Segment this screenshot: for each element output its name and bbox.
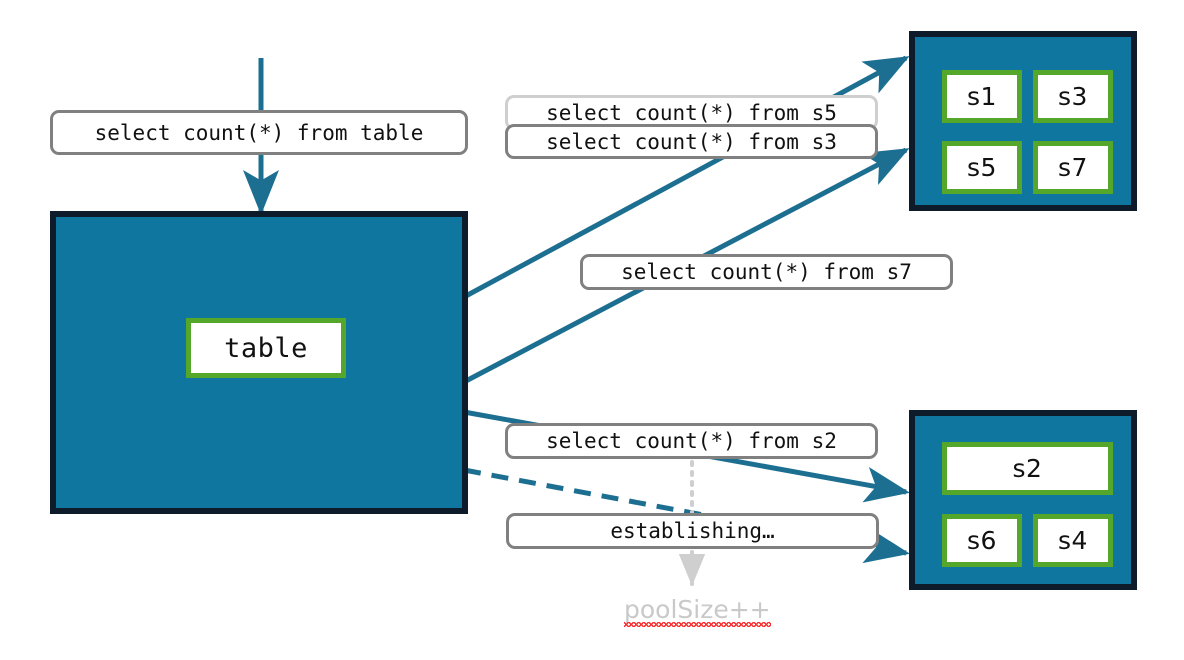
- source-table-panel: table: [50, 211, 468, 514]
- pool-panel-bottom: s2 s6 s4: [909, 410, 1137, 590]
- spellcheck-underline-icon: [624, 622, 771, 627]
- node-s6[interactable]: s6: [942, 514, 1022, 567]
- pool-panel-top: s1 s3 s5 s7: [909, 31, 1137, 211]
- query-label-s3[interactable]: select count(*) from s3: [505, 124, 878, 159]
- node-s5[interactable]: s5: [942, 141, 1022, 194]
- node-s1[interactable]: s1: [942, 70, 1022, 123]
- node-table[interactable]: table: [186, 318, 346, 378]
- query-label-s7[interactable]: select count(*) from s7: [580, 254, 953, 290]
- query-label-source[interactable]: select count(*) from table: [50, 110, 468, 155]
- query-label-s2-text: select count(*) from s2: [546, 429, 837, 453]
- node-s4-label: s4: [1058, 526, 1088, 555]
- node-table-label: table: [224, 332, 308, 364]
- node-s2[interactable]: s2: [942, 442, 1113, 495]
- query-label-s2[interactable]: select count(*) from s2: [505, 423, 878, 459]
- node-s1-label: s1: [967, 82, 997, 111]
- query-label-s7-text: select count(*) from s7: [621, 260, 912, 284]
- node-s7[interactable]: s7: [1033, 141, 1113, 194]
- node-s3-label: s3: [1058, 82, 1088, 111]
- node-s5-label: s5: [967, 153, 997, 182]
- query-label-establishing[interactable]: establishing…: [506, 513, 879, 549]
- query-label-s3-text: select count(*) from s3: [546, 129, 837, 154]
- node-s7-label: s7: [1058, 153, 1088, 182]
- node-s4[interactable]: s4: [1033, 514, 1113, 567]
- poolsize-annotation: poolSize++: [624, 595, 771, 627]
- node-s3[interactable]: s3: [1033, 70, 1113, 123]
- poolsize-annotation-text: poolSize++: [624, 595, 771, 624]
- query-label-s5-text: select count(*) from s5: [546, 100, 837, 125]
- query-label-establishing-text: establishing…: [610, 519, 775, 543]
- node-s6-label: s6: [967, 526, 997, 555]
- query-label-source-text: select count(*) from table: [94, 120, 424, 145]
- node-s2-label: s2: [1012, 454, 1043, 483]
